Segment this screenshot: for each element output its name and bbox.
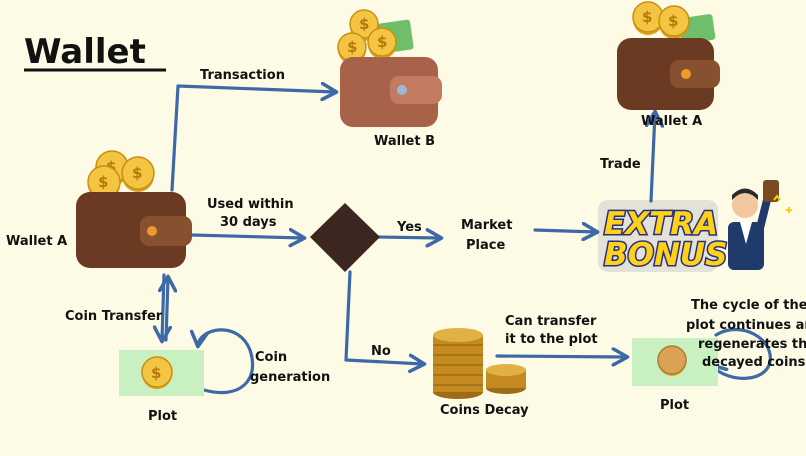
arrow-coin-generation-loop [198,328,255,395]
arrow-transaction [170,86,335,192]
label-cycle-line-4: decayed coins [702,355,806,370]
plot-right-banknote-icon [632,338,718,386]
label-market-line-1: Market [461,218,512,233]
arrow-trade [651,113,655,203]
arrow-cycle-loop [712,328,772,379]
label-wallet-a-left: Wallet A [6,234,67,249]
svg-text:$: $ [668,12,678,30]
plot-left-banknote-icon: $ [119,350,204,396]
label-wallet-b: Wallet B [374,134,435,149]
wallet-a-top-wallet-icon: $ $ [617,1,720,110]
wallet-b-wallet-icon: $ $ $ [337,9,442,127]
svg-text:$: $ [151,364,161,382]
bonus-line-1: EXTRA [604,206,718,242]
arrow-to-bonus [533,230,596,232]
label-cycle-line-3: regenerates the [698,337,806,352]
svg-text:$: $ [359,15,369,33]
label-can-transfer-line-2: it to the plot [505,332,598,347]
label-no: No [371,344,391,359]
bonus-line-2: BONUS [604,237,727,273]
svg-text:$: $ [377,33,387,51]
label-yes: Yes [396,220,422,235]
svg-text:$: $ [132,164,142,182]
label-plot-right: Plot [660,398,689,413]
label-used-within-line-1: Used within [207,197,294,212]
svg-text:$: $ [642,8,652,26]
decision-diamond [310,203,380,272]
label-coin-generation-line-1: Coin [255,350,287,365]
label-coins-decay: Coins Decay [440,403,529,418]
label-transaction: Transaction [200,68,285,83]
label-trade: Trade [600,157,641,172]
arrow-can-transfer [495,356,626,357]
arrow-yes [376,237,440,238]
label-wallet-a-top: Wallet A [641,114,702,129]
svg-text:$: $ [98,173,108,191]
arrow-no [344,270,423,364]
arrow-to-decision [190,235,303,238]
cheering-man-icon [728,180,792,270]
wallet-b-coins-icon: $ $ $ [337,9,397,64]
label-used-within-line-2: 30 days [220,215,277,230]
coin-stack-icon [433,328,526,399]
label-coin-generation-line-2: generation [250,370,330,385]
extra-bonus-badge: EXTRA BONUS [598,200,729,275]
svg-text:$: $ [347,38,357,56]
diagram-title: Wallet [24,32,146,72]
arrow-coin-transfer-down [162,273,164,340]
label-plot-left: Plot [148,409,177,424]
label-coin-transfer: Coin Transfer [65,309,163,324]
label-cycle-line-1: The cycle of the [691,298,806,313]
label-market-line-2: Place [466,238,505,253]
wallet-a-left-wallet-icon: $ $ $ [76,150,192,268]
label-can-transfer-line-1: Can transfer [505,314,597,329]
label-cycle-line-2: plot continues and [686,318,806,333]
arrow-coin-transfer-up [166,278,168,342]
wallet-a-top-coins-icon: $ $ [632,1,690,39]
wallet-a-left-coins-icon: $ $ $ [87,150,155,201]
